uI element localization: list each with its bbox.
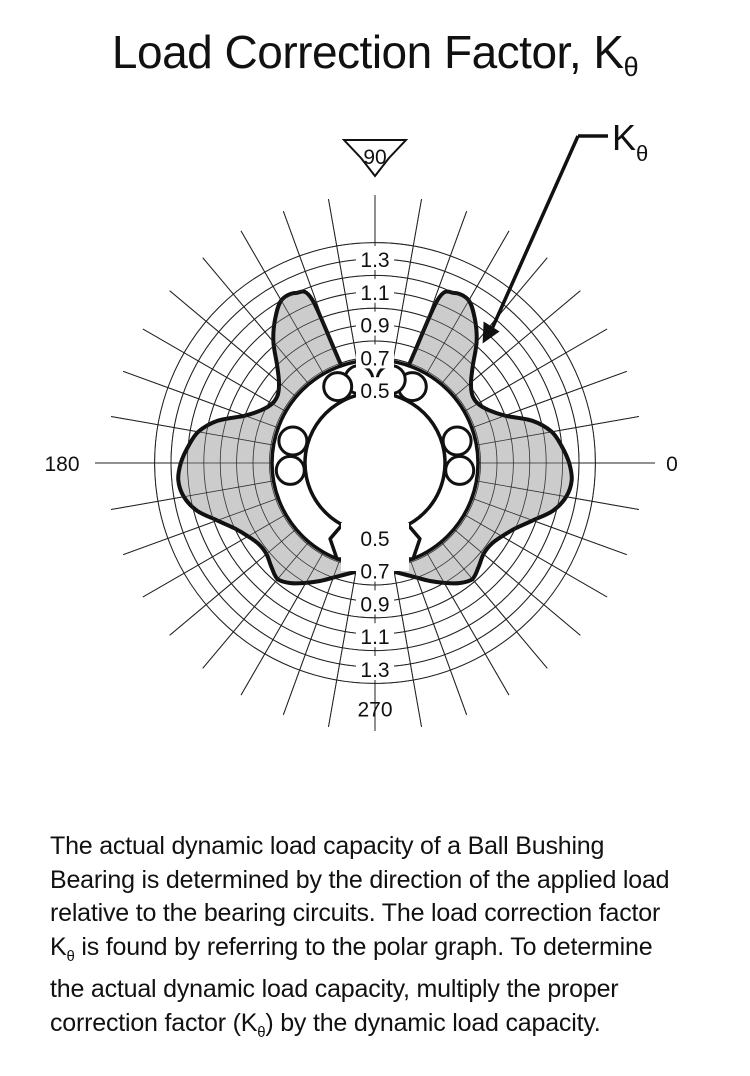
page-title-main: Load Correction Factor, K <box>111 26 624 78</box>
description-line-4-k: K <box>50 932 67 961</box>
radial-tick-label-bg-bottom <box>356 656 394 680</box>
page-title-subscript: θ <box>623 52 639 82</box>
radial-tick-label-top: 0.7 <box>360 347 389 370</box>
description-line-1: The actual dynamic load capacity of a Ba… <box>50 832 605 860</box>
chart-labels: 0.5 0.5 0.7 0.7 0.9 0.9 1.1 1.1 1.3 1.3 0 90 180 270 <box>44 139 678 721</box>
radial-tick-label-bg-top <box>356 311 394 336</box>
radial-tick-label-bg-bottom <box>356 590 394 615</box>
description-line-6-post: ) by the dynamic load capacity. <box>265 1008 601 1037</box>
description-line-2: Bearing is determined by the direction o… <box>50 865 670 894</box>
bearing-ball <box>441 425 473 457</box>
radial-tick-label-top: 0.5 <box>360 380 389 403</box>
angle-label-90: 90 <box>363 146 386 169</box>
radial-tick-label-top: 1.3 <box>360 249 389 272</box>
radial-tick-label-bottom: 0.5 <box>360 528 389 551</box>
angle-label-270: 270 <box>357 698 392 721</box>
description-line-6-subscript: θ <box>257 1023 266 1041</box>
load-direction-arrow <box>341 139 409 178</box>
description-line-3: relative to the bearing circuits. The lo… <box>50 899 661 927</box>
page-title: Load Correction Factor, Kθ <box>0 22 750 97</box>
radial-tick-label-bottom: 0.7 <box>360 561 389 584</box>
radial-tick-label-bg-top <box>356 377 394 402</box>
radial-tick-label-top: 0.9 <box>360 315 389 338</box>
radial-tick-label-bottom: 1.3 <box>360 659 389 682</box>
legend-callout: Kθ <box>482 117 648 344</box>
legend-callout-line <box>490 135 580 329</box>
legend-series-label: Kθ <box>612 117 648 166</box>
radial-tick-label-bg-top <box>356 246 394 270</box>
radial-tick-label-bottom: 0.9 <box>360 593 389 616</box>
description-line-4-rest: is found by referring to the polar graph… <box>74 932 653 961</box>
bearing-ball <box>444 454 476 486</box>
bearing-ball <box>322 371 354 403</box>
legend-callout-arrowhead <box>482 321 500 344</box>
description-line-5: the actual dynamic load capacity, multip… <box>50 975 619 1003</box>
angle-label-180: 180 <box>44 453 79 476</box>
radial-tick-label-bg-top <box>356 344 394 369</box>
angle-label-0: 0 <box>666 453 678 476</box>
radial-tick-label-bg-bottom <box>356 623 394 648</box>
bearing-ball <box>277 425 309 457</box>
description-paragraph: The actual dynamic load capacity of a Ba… <box>50 830 720 1049</box>
radial-tick-label-bg-top <box>356 278 394 303</box>
radial-tick-label-bg-bottom <box>356 524 394 549</box>
description-line-6-pre: correction factor (K <box>50 1008 258 1037</box>
radial-tick-label-bottom: 1.1 <box>360 626 389 649</box>
description-line-4-subscript: θ <box>66 947 75 965</box>
radial-tick-label-top: 1.1 <box>360 282 389 305</box>
radial-tick-label-bg-bottom <box>356 557 394 582</box>
polar-chart: 0.50.50.70.70.90.91.11.11.31.3090180270 … <box>44 117 678 731</box>
bearing-ball <box>274 454 306 486</box>
